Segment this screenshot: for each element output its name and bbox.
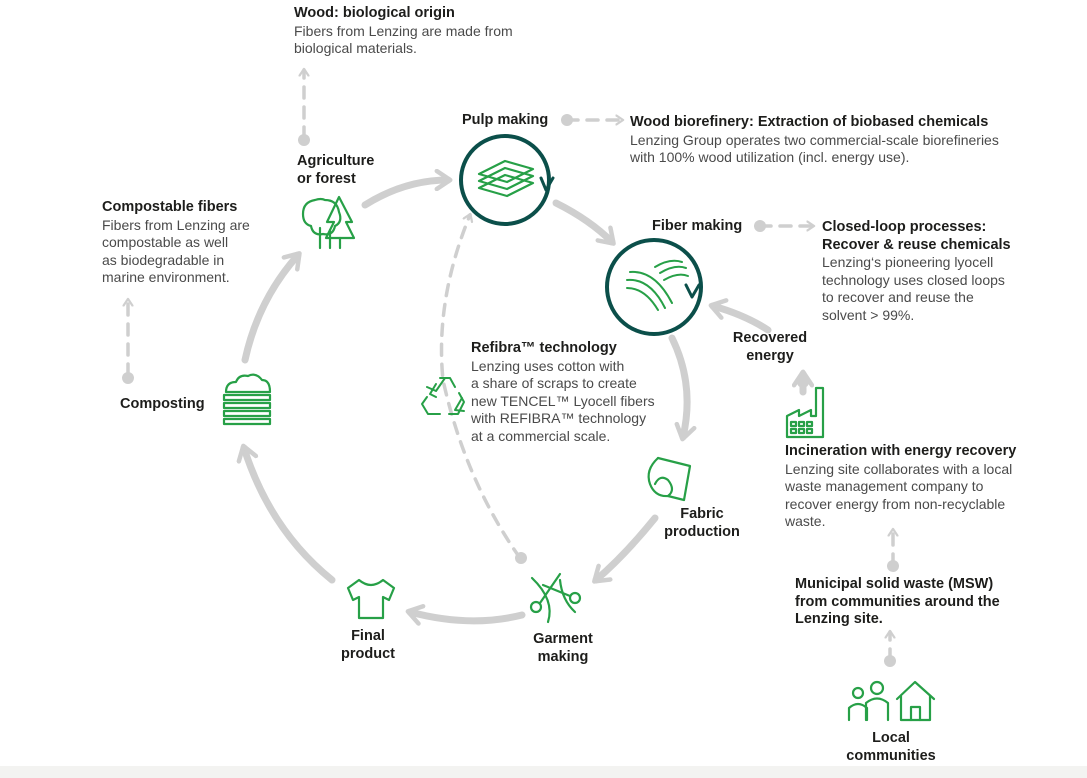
recycle-icon (421, 377, 465, 415)
scissors-icon (529, 572, 582, 624)
fiber-circle-arrowhead (684, 283, 701, 299)
agriculture-label: Agriculture or forest (297, 153, 375, 187)
msw-label: Municipal solid waste (MSW) from communi… (795, 576, 1000, 627)
fibers-icon (626, 259, 689, 311)
fabric-production-label: Fabric production (664, 506, 740, 540)
people-house-icon (847, 680, 936, 722)
connector-dot (298, 134, 310, 146)
pulp-circle (459, 134, 551, 226)
final-product-label: Final product (341, 628, 395, 662)
arrow-fabric-to-garment (592, 514, 659, 584)
connector-dot (887, 560, 899, 572)
connector-dot (754, 220, 766, 232)
incineration-desc: Lenzing site collaborates with a local w… (785, 460, 1013, 530)
arrow-final-to-composting (236, 443, 336, 584)
trees-icon (301, 195, 356, 250)
local-communities-label: Local communities (846, 730, 936, 764)
compostable-title: Compostable fibers (102, 199, 238, 215)
compostable-block: Compostable fibers Fibers from Lenzing a… (102, 199, 282, 287)
arrow-forest-to-pulp (361, 168, 453, 209)
connector-dot (515, 552, 527, 564)
arrow-garment-to-final (405, 603, 526, 626)
arrow-pulp-to-fiber (552, 199, 616, 246)
arrow-refibra (439, 212, 522, 560)
compost-icon (222, 373, 272, 426)
biorefinery-block: Wood biorefinery: Extraction of biobased… (630, 114, 1060, 167)
arrow-composting-to-forest (241, 251, 302, 364)
closed-loop-desc: Lenzing‘s pioneering lyocell technology … (822, 254, 1005, 323)
fiber-circle (605, 238, 703, 336)
biorefinery-title: Wood biorefinery: Extraction of biobased… (630, 114, 989, 130)
factory-icon (785, 386, 825, 439)
closed-loop-block: Closed-loop processes: Recover & reuse c… (822, 219, 1062, 324)
incineration-title: Incineration with energy recovery (785, 443, 1017, 459)
pulp-making-label: Pulp making (462, 112, 549, 128)
recovered-energy-label: Recovered energy (732, 330, 808, 364)
wood-origin-block: Wood: biological origin Fibers from Lenz… (294, 5, 554, 58)
fabric-roll-icon (647, 456, 692, 502)
footer-band (0, 766, 1087, 778)
refibra-block: Refibra™ technology Lenzing uses cotton … (471, 340, 691, 445)
refibra-desc: Lenzing uses cotton with a share of scra… (471, 357, 655, 444)
wood-origin-desc: Fibers from Lenzing are made from biolog… (294, 22, 513, 57)
compostable-desc: Fibers from Lenzing are compostable as w… (102, 216, 250, 286)
tshirt-icon (346, 578, 396, 620)
garment-making-label: Garment making (533, 631, 593, 665)
arrow-energy-to-fiber (708, 298, 772, 334)
biorefinery-desc: Lenzing Group operates two commercial-sc… (630, 131, 999, 166)
composting-label: Composting (120, 396, 205, 412)
connector-dot (561, 114, 573, 126)
connector-dot (884, 655, 896, 667)
connector-dot (122, 372, 134, 384)
pulp-sheets-icon (477, 159, 535, 198)
closed-loop-title: Closed-loop processes: Recover & reuse c… (822, 219, 1011, 253)
arrow-fiber-to-fabric (668, 334, 697, 442)
incineration-block: Incineration with energy recovery Lenzin… (785, 443, 1055, 531)
pulp-circle-arrowhead (539, 176, 555, 192)
fiber-making-label: Fiber making (652, 218, 743, 234)
connector-dot (797, 376, 809, 388)
refibra-title: Refibra™ technology (471, 340, 617, 356)
wood-origin-title: Wood: biological origin (294, 5, 455, 21)
